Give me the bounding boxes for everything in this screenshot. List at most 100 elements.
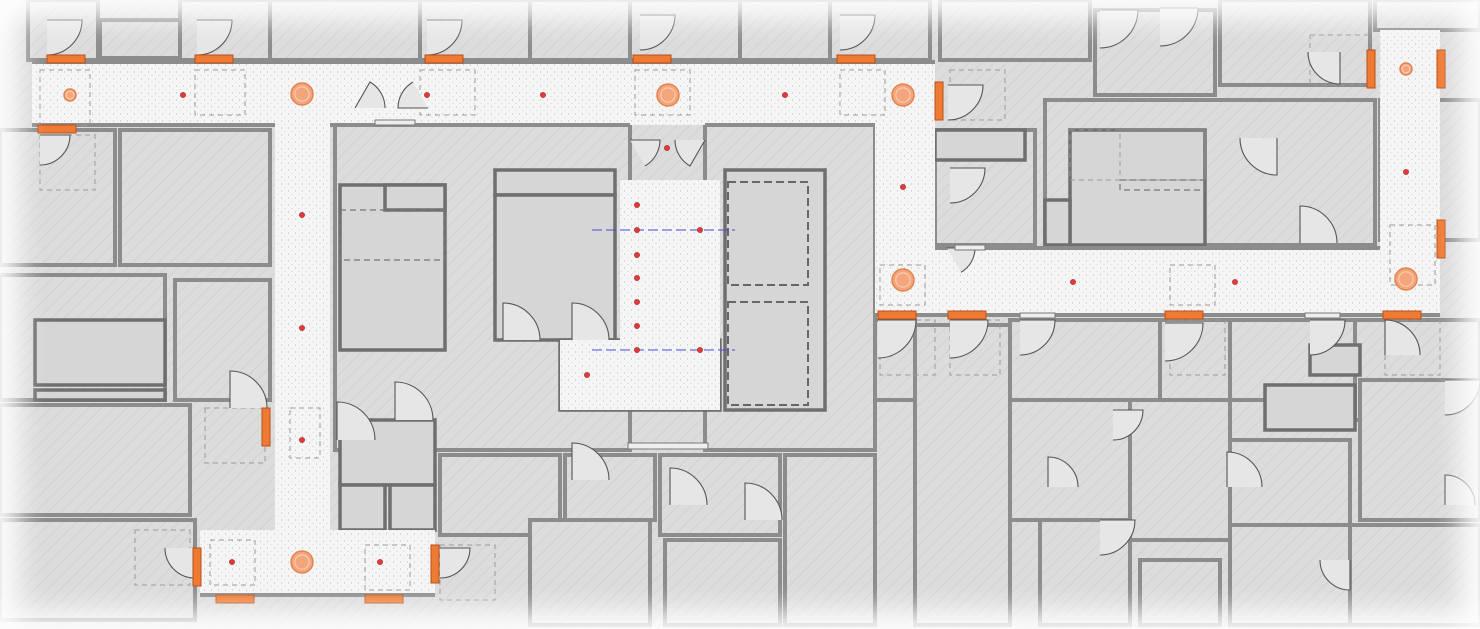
orange-door-marker-icon (632, 54, 672, 64)
dashed-outline (839, 69, 886, 116)
door-swing-arc-icon (354, 81, 386, 109)
dashed-outline (209, 539, 256, 586)
glazing-bar (1019, 312, 1056, 319)
interior-room (1068, 128, 1207, 247)
door-swing-arc-icon (1047, 456, 1079, 488)
door-swing-arc-icon (674, 139, 706, 167)
door-swing-arc-icon (46, 19, 83, 56)
red-dot-icon (377, 559, 383, 565)
room (98, 18, 182, 60)
red-dot-icon (584, 372, 590, 378)
room (118, 128, 272, 267)
door-swing-arc-icon (630, 139, 661, 167)
door-swing-layer (39, 7, 1480, 591)
room (0, 403, 192, 517)
dashed-outline (289, 407, 321, 459)
light-ring (895, 272, 911, 288)
orange-door-marker-icon (192, 547, 202, 587)
corridor (200, 530, 435, 595)
glazing-bar (374, 119, 416, 126)
light-ring (65, 90, 75, 100)
red-dot-icon (299, 437, 305, 443)
door-swing-arc-icon (394, 381, 434, 421)
dashed-outline (1169, 264, 1216, 306)
orange-door-marker-icon (947, 310, 987, 320)
corridor (32, 62, 935, 125)
room (663, 538, 782, 627)
red-dot-icon (900, 184, 906, 190)
round-light-icon (656, 83, 680, 107)
red-dot-icon (697, 227, 703, 233)
door-swing-arc-icon (1239, 137, 1278, 176)
door-swing-arc-icon (1112, 409, 1144, 441)
glazing-bar (627, 442, 709, 450)
door-swing-arc-icon (502, 302, 541, 341)
red-dot-icon (424, 92, 430, 98)
room (783, 453, 877, 627)
light-ring (660, 87, 676, 103)
red-dot-icon (664, 145, 670, 151)
red-dot-icon (634, 252, 640, 258)
dashed-outline (727, 301, 809, 406)
door-swing-arc-icon (397, 81, 428, 109)
interior-room (1263, 383, 1357, 432)
orange-door-marker-icon (194, 54, 234, 64)
room (1348, 523, 1480, 627)
room (528, 518, 652, 627)
interior-room (33, 388, 167, 402)
dashed-outline (634, 69, 691, 116)
door-swing-arc-icon (571, 302, 610, 341)
red-dot-icon (299, 212, 305, 218)
red-dot-icon (299, 325, 305, 331)
door-swing-arc-icon (1159, 7, 1199, 47)
door-swing-arc-icon (229, 370, 268, 409)
red-dot-icon (1070, 279, 1076, 285)
red-dot-icon (697, 347, 703, 353)
room (528, 0, 632, 62)
orange-door-marker-icon (1164, 310, 1204, 320)
light-ring (1401, 64, 1411, 74)
fire-door-layer (37, 49, 1446, 604)
red-dot-icon (634, 275, 640, 281)
red-dot-icon (540, 92, 546, 98)
door-swing-arc-icon (571, 442, 610, 481)
door-swing-arc-icon (426, 19, 463, 56)
orange-door-marker-icon (934, 81, 944, 121)
door-swing-arc-icon (669, 467, 708, 506)
door-swing-arc-icon (1319, 559, 1351, 591)
door-swing-arc-icon (1099, 9, 1139, 49)
interior-room (33, 318, 167, 387)
interior-room (388, 483, 437, 532)
door-swing-arc-icon (839, 14, 876, 51)
room (628, 0, 742, 62)
corridor (875, 30, 1440, 315)
room (173, 278, 272, 402)
gridline-layer (592, 229, 735, 351)
orange-door-marker-icon (37, 124, 77, 134)
round-light-icon (290, 550, 314, 574)
door-swing-arc-icon (336, 401, 376, 441)
light-ring (1398, 271, 1414, 287)
round-light-icon (891, 83, 915, 107)
orange-door-marker-icon (1436, 219, 1446, 259)
red-dot-icon (1403, 169, 1409, 175)
room (1128, 398, 1232, 542)
room (938, 0, 1092, 62)
room (268, 0, 422, 62)
orange-door-marker-icon (215, 594, 255, 604)
room (1218, 0, 1372, 87)
dashed-outline (1119, 179, 1206, 191)
light-ring (895, 87, 911, 103)
room (738, 0, 832, 62)
red-dot-icon (634, 299, 640, 305)
glazing-bar (954, 244, 986, 251)
dashed-outline (194, 69, 246, 116)
room (1138, 558, 1222, 627)
door-swing-arc-icon (949, 167, 986, 204)
room (1008, 398, 1132, 522)
door-swing-arc-icon (196, 19, 233, 56)
orange-door-marker-icon (364, 594, 404, 604)
door-swing-arc-icon (439, 547, 471, 579)
door-swing-arc-icon (1384, 319, 1421, 356)
